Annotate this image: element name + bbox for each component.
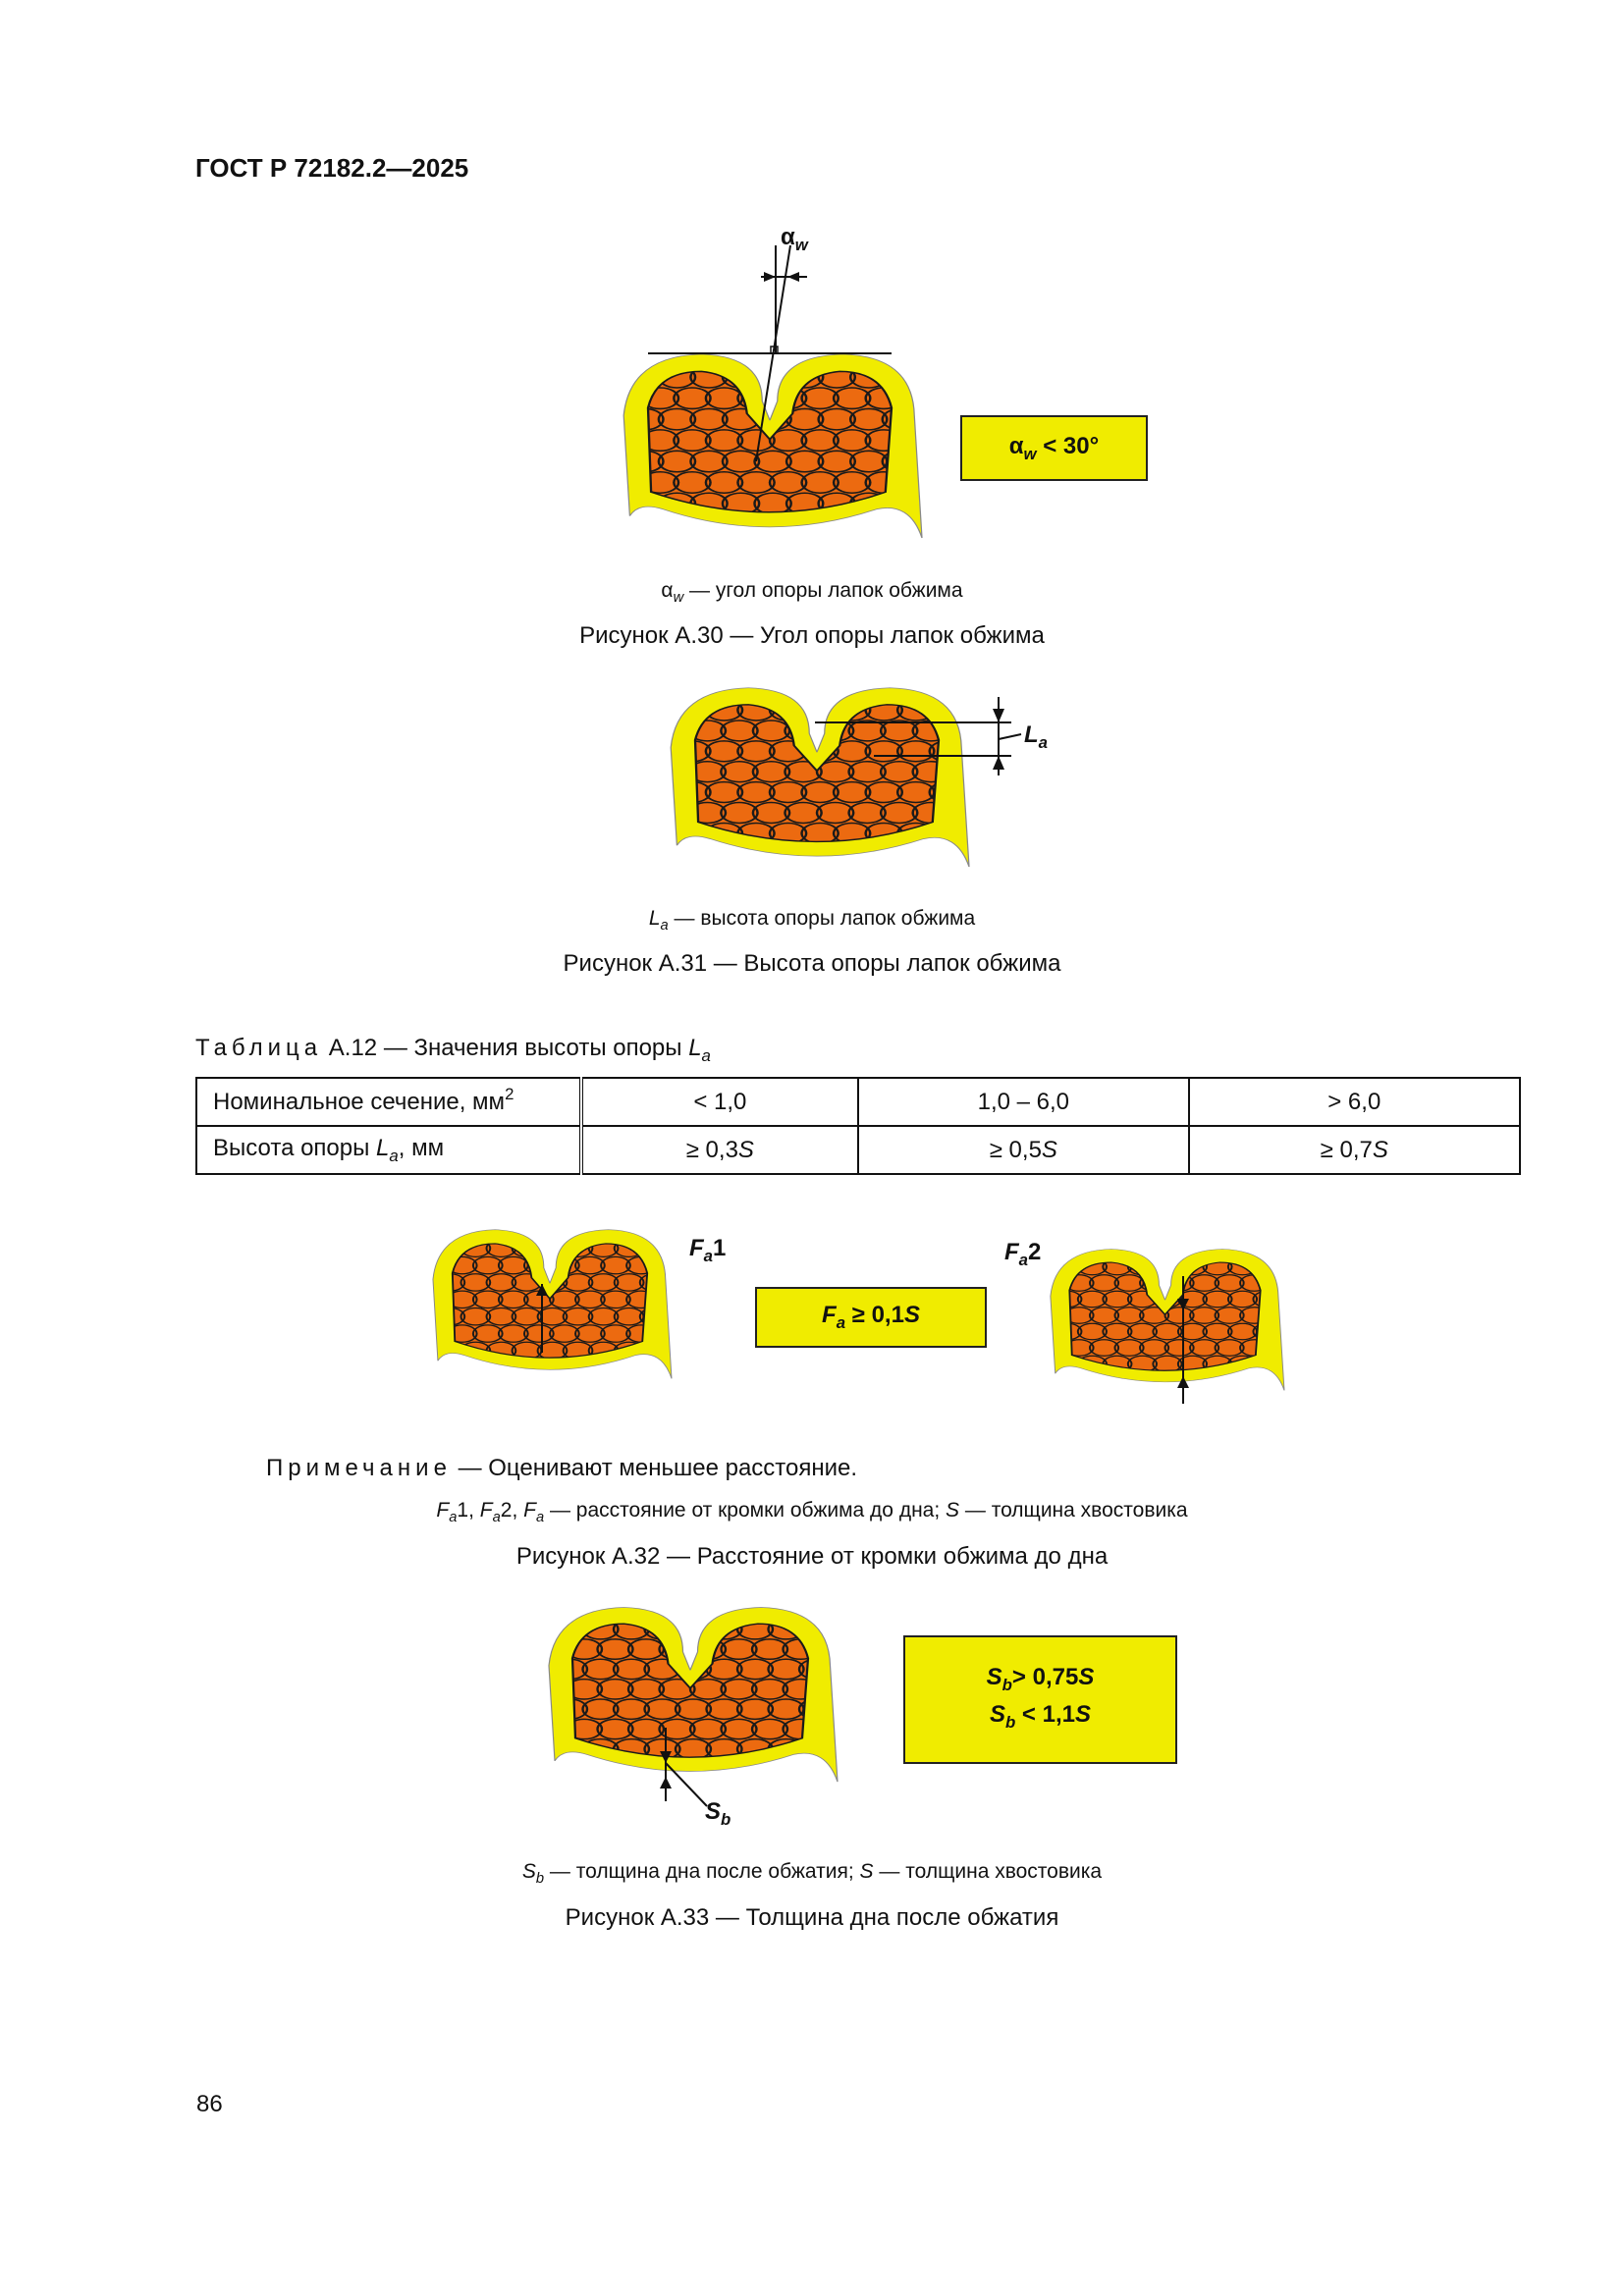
page-number: 86 [196, 2091, 223, 2117]
figure-a32-caption: Рисунок А.32 — Расстояние от кромки обжи… [515, 1543, 1109, 1570]
height-label: La [1024, 721, 1049, 752]
sb-condition-box: Sb> 0,75S Sb < 1,1S [903, 1635, 1177, 1764]
crimp-illustration-a31 [670, 687, 970, 868]
bottom-thickness-arrows [660, 1728, 708, 1807]
table-cell: > 6,0 [1187, 1077, 1522, 1127]
sb-label: Sb [705, 1798, 731, 1829]
row-header: Высота опоры La, мм [195, 1125, 583, 1175]
table-row: Высота опоры La, мм ≥ 0,3S ≥ 0,5S ≥ 0,7S [195, 1125, 1522, 1175]
fa-condition-box: Fa ≥ 0,1S [755, 1287, 987, 1348]
crimp-illustration-a30 [623, 353, 923, 539]
figure-a30-caption: Рисунок А.30 — Угол опоры лапок обжима [579, 622, 1045, 649]
crimp-illustration-fa2 [1050, 1249, 1285, 1391]
table-cell: < 1,0 [579, 1077, 860, 1127]
figure-a33-caption: Рисунок А.33 — Толщина дна после обжатия [565, 1904, 1059, 1931]
angle-annotation-lines [648, 244, 892, 462]
table-cell: ≥ 0,7S [1187, 1125, 1522, 1175]
table-row: Номинальное сечение, мм2 < 1,0 1,0 – 6,0… [195, 1077, 1522, 1127]
angle-label: αw [781, 224, 808, 254]
note: Примечание — Оценивают меньшее расстояни… [266, 1455, 858, 1481]
table-cell: ≥ 0,5S [857, 1125, 1190, 1175]
document-header: ГОСТ Р 72182.2—2025 [195, 153, 469, 183]
table-title: Таблица А.12 — Значения высоты опоры La [195, 1035, 711, 1065]
fa2-arrows [1177, 1276, 1189, 1404]
height-annotation-lines [815, 697, 1022, 775]
table-cell: ≥ 0,3S [579, 1125, 860, 1175]
fa1-arrow [536, 1284, 548, 1353]
figure-a33-legend: Sb — толщина дна после обжатия; S — толщ… [521, 1860, 1103, 1888]
figure-a32-legend: Fa1, Fa2, Fa — расстояние от кромки обжи… [436, 1499, 1188, 1526]
table-cell: 1,0 – 6,0 [857, 1077, 1190, 1127]
row-header: Номинальное сечение, мм2 [195, 1077, 583, 1127]
fa2-label: Fa2 [1004, 1239, 1042, 1269]
crimp-illustration-a33 [548, 1607, 839, 1783]
figure-a31-legend: La — высота опоры лапок обжима [648, 907, 976, 934]
crimp-illustration-fa1 [432, 1229, 673, 1379]
figure-a31-caption: Рисунок А.31 — Высота опоры лапок обжима [563, 950, 1061, 977]
angle-condition-box: αw < 30° [960, 415, 1148, 481]
support-height-table: Номинальное сечение, мм2 < 1,0 1,0 – 6,0… [195, 1077, 1522, 1175]
figure-a30-legend: αw — угол опоры лапок обжима [661, 579, 963, 607]
fa1-label: Fa1 [689, 1235, 727, 1265]
